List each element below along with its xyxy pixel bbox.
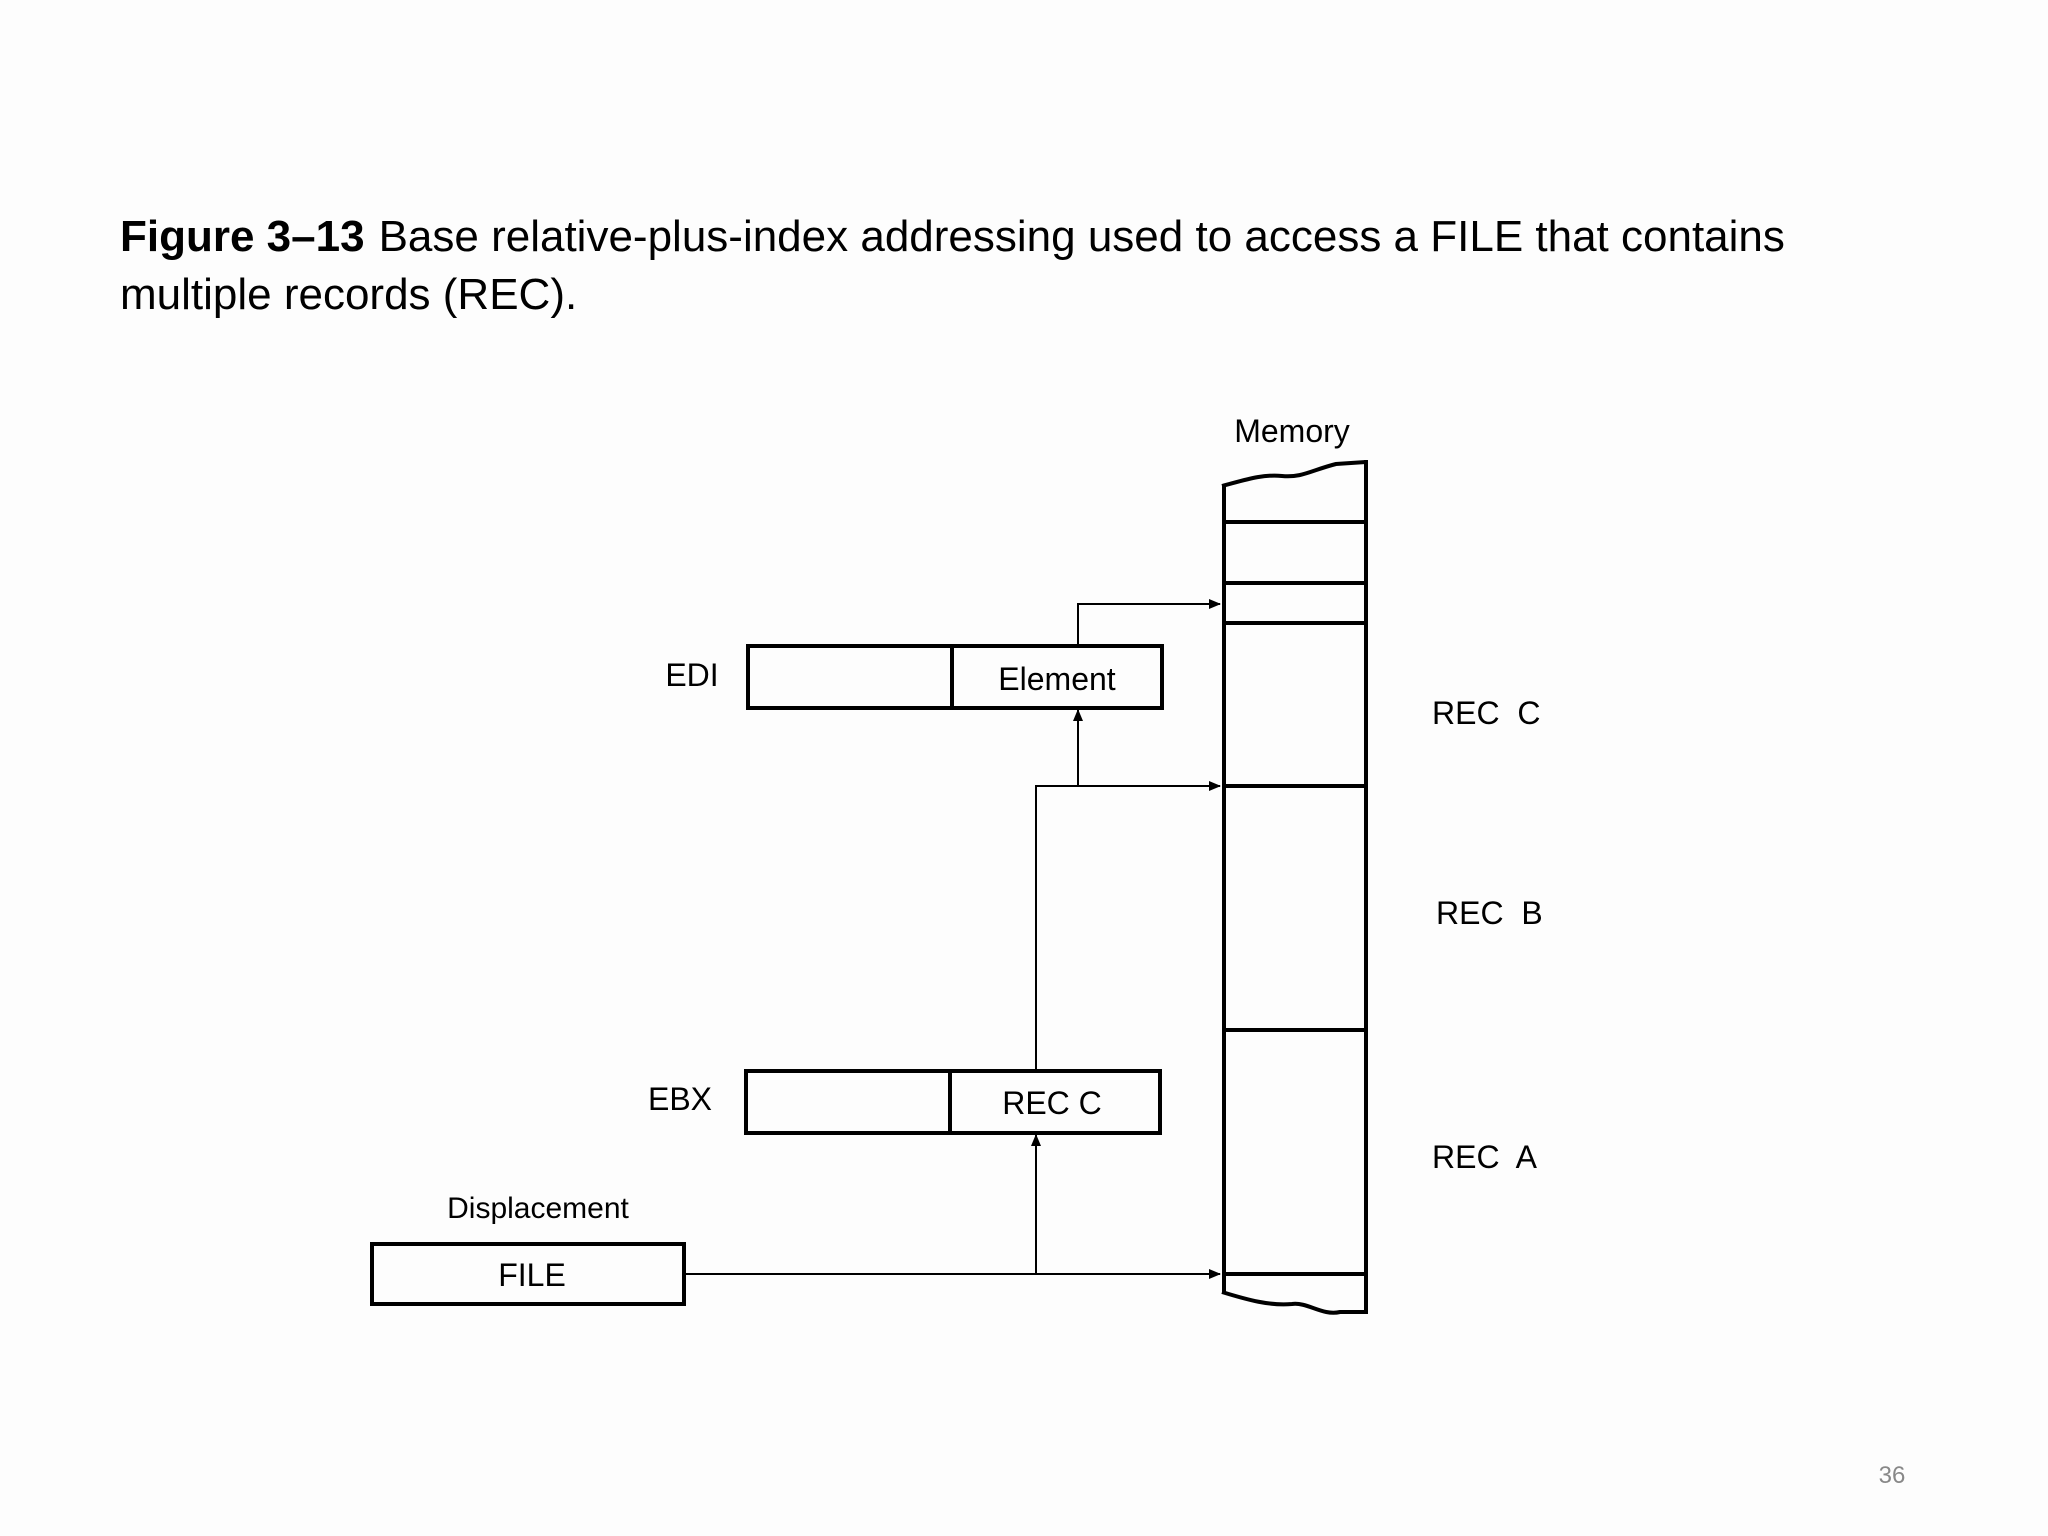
memory-label: Memory	[1234, 413, 1350, 449]
figure-label: Figure 3–13	[120, 212, 365, 261]
displacement-file-value: FILE	[498, 1257, 566, 1293]
record-label-a: REC A	[1432, 1139, 1538, 1175]
edi-register-box	[746, 644, 1164, 710]
record-label-c: REC C	[1432, 695, 1540, 731]
ebx-rec-c-field: REC C	[1002, 1085, 1102, 1121]
ebx-to-rec-c-arrow	[1035, 781, 1221, 1071]
edi-register-label: EDI	[665, 657, 718, 693]
record-label-b: REC B	[1436, 895, 1543, 931]
edi-to-element-arrow	[1077, 599, 1221, 646]
memory-top-break	[1221, 460, 1367, 488]
figure-caption-text: Base relative-plus-index addressing used…	[120, 212, 1785, 319]
ebx-register-label: EBX	[648, 1081, 712, 1117]
memory-column	[1221, 460, 1368, 1315]
ebx-register-box	[744, 1069, 1162, 1135]
edi-element-field: Element	[998, 661, 1116, 697]
page-number: 36	[1878, 1462, 1906, 1489]
memory-bottom-break	[1221, 1290, 1366, 1315]
displacement-label: Displacement	[447, 1192, 629, 1225]
